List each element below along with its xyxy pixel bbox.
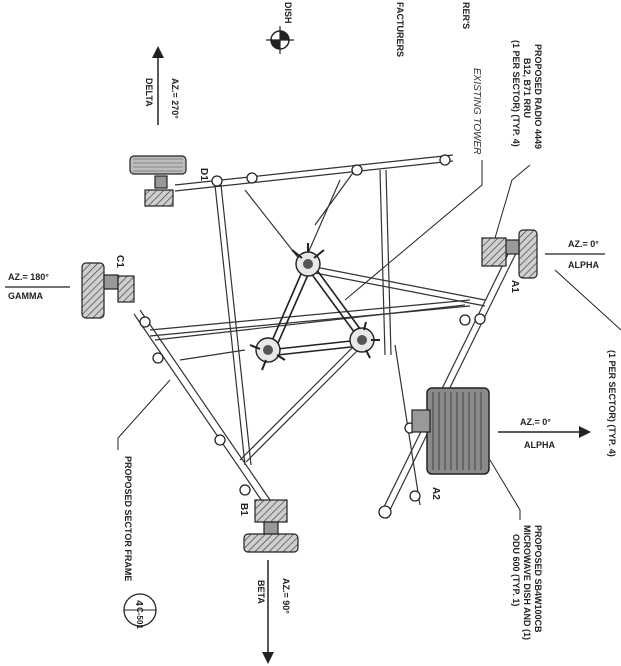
existing-tower-label: EXISTING TOWER (471, 68, 482, 155)
azimuth-beta-name: BETA (256, 580, 266, 604)
azimuth-alpha-mid-value: AZ.= 0° (520, 417, 551, 427)
azimuth-delta-name: DELTA (144, 78, 154, 107)
detail-sheet: C-501 (135, 607, 144, 629)
sector-label-d1: D1 (198, 168, 209, 181)
sector-label-b1: B1 (238, 503, 249, 516)
sector-label-a2: A2 (430, 487, 441, 500)
azimuth-gamma-value: AZ.= 180° (8, 272, 49, 282)
azimuth-gamma: AZ.= 180° GAMMA (5, 272, 70, 301)
azimuth-beta-value: AZ.= 90° (281, 578, 291, 614)
azimuth-alpha-mid-name: ALPHA (524, 440, 555, 450)
header-rers-fragment: RER'S (461, 2, 471, 29)
sector-label-c1: C1 (114, 255, 125, 268)
antenna-d1 (129, 155, 187, 207)
proposed-radio-line-3: (1 PER SECTOR) (TYP. 4) (511, 40, 521, 147)
tower-leg-clamp-top (291, 243, 325, 277)
proposed-dish-line-3: ODU 600 (TYP. 1) (511, 534, 521, 606)
azimuth-delta: AZ.= 270° DELTA (144, 46, 180, 125)
proposed-dish-note: PROPOSED SB4W100CB MICROWAVE DISH AND (1… (511, 525, 543, 640)
antenna-c1 (81, 262, 135, 319)
proposed-sector-frame-label: PROPOSED SECTOR FRAME (123, 456, 133, 581)
azimuth-gamma-name: GAMMA (8, 291, 43, 301)
proposed-radio-note: PROPOSED RADIO 4449 B12, B71 RRU (1 PER … (511, 40, 543, 149)
azimuth-alpha-top-name: ALPHA (568, 260, 599, 270)
cross-bracing (149, 169, 486, 506)
detail-reference-bubble: 4 C-501 (123, 593, 157, 629)
azimuth-alpha-mid: AZ.= 0° ALPHA (498, 417, 591, 450)
antenna-a1 (481, 229, 538, 279)
proposed-radio-line-2: B12, B71 RRU (522, 58, 532, 118)
tower-leg-clamp-right (349, 321, 380, 359)
header-facturers-fragment: FACTURERS (395, 2, 405, 57)
proposed-radio-leader (494, 164, 531, 239)
detail-number: 4 (133, 600, 144, 606)
tower-leg-clamp-left (249, 337, 286, 371)
header-dish-fragment: DISH (283, 2, 293, 24)
azimuth-beta: AZ.= 90° BETA (256, 560, 291, 664)
proposed-dish-line-2: MICROWAVE DISH AND (1) (522, 525, 532, 640)
proposed-dish-leader (489, 459, 521, 520)
azimuth-delta-value: AZ.= 270° (170, 78, 180, 119)
microwave-dish-a2 (411, 387, 490, 475)
existing-tower (249, 243, 380, 371)
azimuth-alpha-top-value: AZ.= 0° (568, 239, 599, 249)
azimuth-alpha-top: AZ.= 0° ALPHA (545, 239, 621, 331)
existing-tower-leader (344, 160, 483, 301)
antenna-b1 (243, 499, 299, 553)
per-sector-right-note: (1 PER SECTOR) (TYP. 4) (607, 350, 617, 457)
pipe-clamps (139, 154, 486, 519)
sector-label-a1: A1 (509, 280, 520, 293)
north-indicator (266, 26, 294, 54)
proposed-radio-line-1: PROPOSED RADIO 4449 (533, 44, 543, 149)
sector-frame-leader (117, 379, 171, 450)
proposed-dish-line-1: PROPOSED SB4W100CB (533, 525, 543, 633)
